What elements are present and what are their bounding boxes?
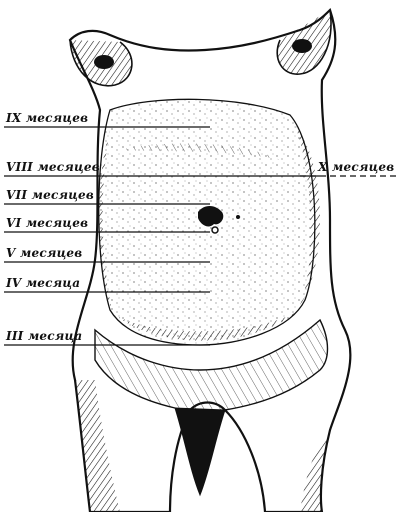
label-ix-months: IX месяцев — [6, 112, 88, 124]
label-vii-months: VII месяцев — [6, 189, 94, 201]
label-iv-months: IV месяца — [6, 277, 80, 289]
label-v-months: V месяцев — [6, 247, 82, 259]
label-x-months: X месяцев — [318, 161, 394, 173]
label-viii-months: VIII месяцев — [6, 161, 100, 173]
label-iii-months: III месяца — [6, 330, 82, 342]
label-vi-months: VI месяцев — [6, 217, 88, 229]
